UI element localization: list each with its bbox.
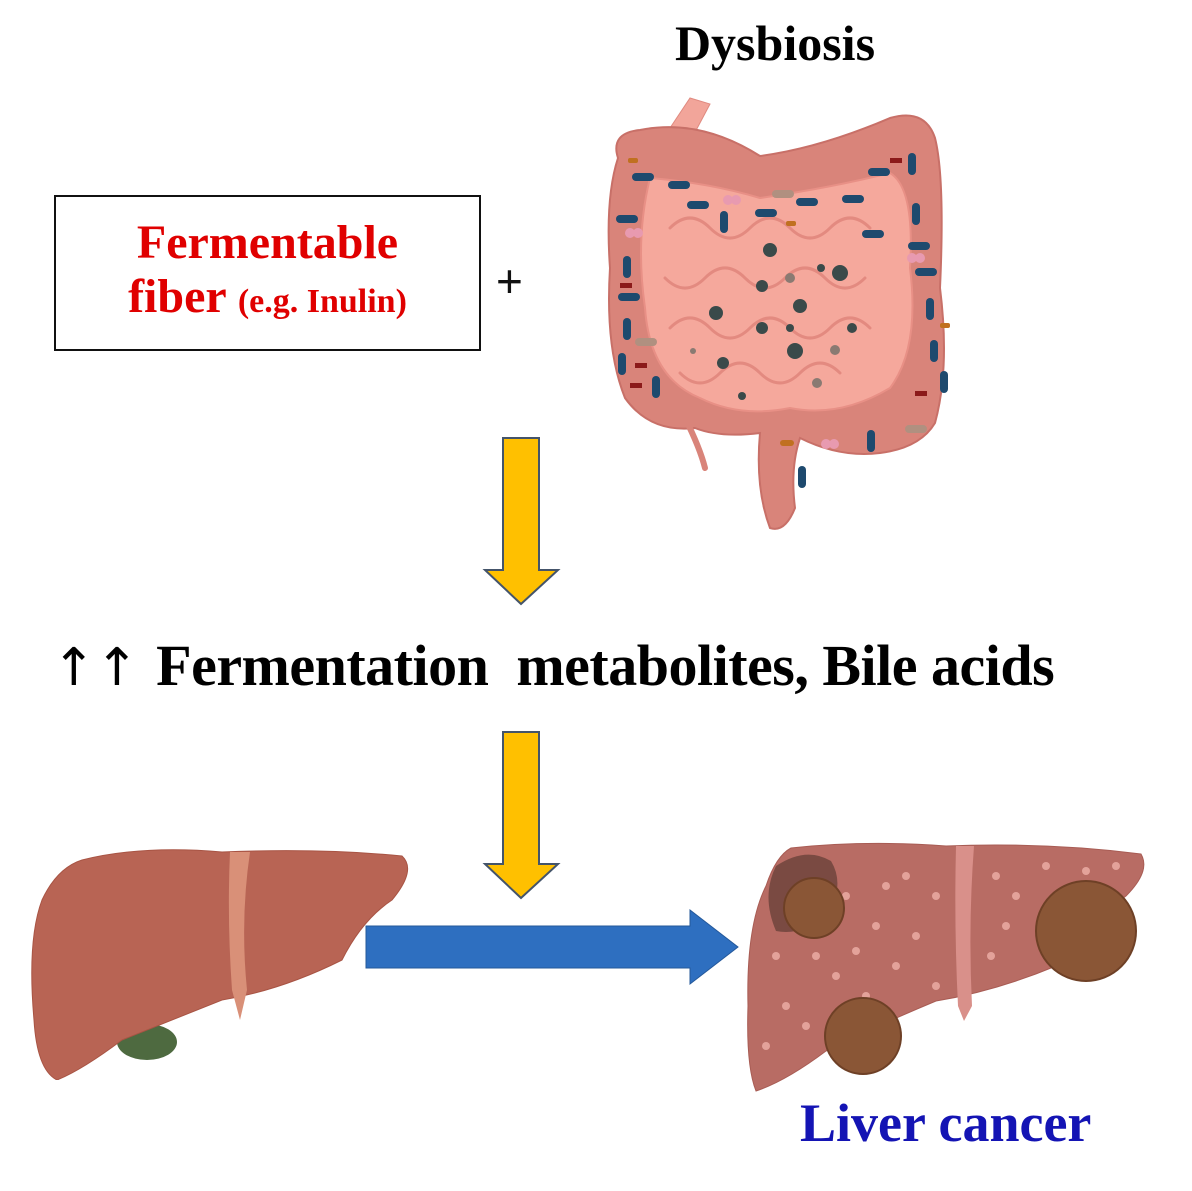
down-arrow-icon-2 [482, 731, 561, 900]
healthy-liver-icon [31, 849, 409, 1080]
fiber-line2: fiber (e.g. Inulin) [56, 269, 479, 330]
dysbiosis-label: Dysbiosis [674, 15, 876, 71]
increase-arrows-icon: ↑↑ [52, 638, 139, 698]
inulin-example: (e.g. Inulin) [237, 283, 407, 320]
intestine-icon [607, 97, 950, 530]
right-arrow-icon [365, 908, 739, 986]
fiber-word: fiber [128, 270, 226, 323]
fiber-line1: Fermentable [136, 216, 399, 269]
metabolites-line: ↑↑ Fermentation metabolites, Bile acids [52, 632, 1055, 699]
fermentable-fiber-box: Fermentable fiber (e.g. Inulin) [54, 195, 481, 351]
down-arrow-icon [482, 437, 561, 606]
metabolites-text: Fermentation metabolites, Bile acids [156, 633, 1055, 698]
cancerous-liver-icon [747, 842, 1145, 1092]
plus-sign: + [496, 255, 523, 307]
liver-cancer-label: Liver cancer [800, 1093, 1092, 1153]
